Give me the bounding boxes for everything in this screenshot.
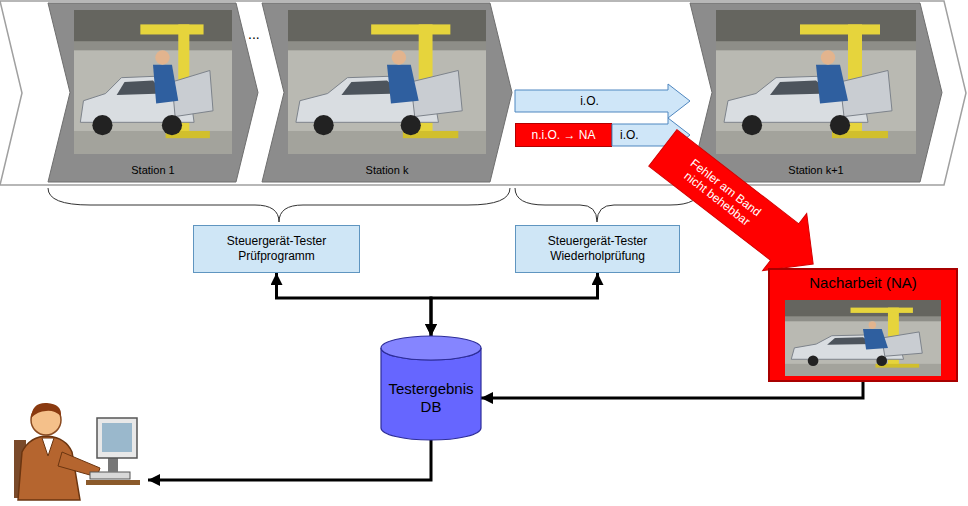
arrow-outline bbox=[515, 84, 690, 118]
car-wheel bbox=[92, 115, 112, 135]
hall-ceiling bbox=[288, 10, 486, 42]
car-wheel bbox=[830, 115, 850, 135]
node-text: Steuergerät-Tester Prüfprogramm bbox=[204, 234, 349, 264]
user-collar bbox=[42, 438, 54, 456]
chevron-shape bbox=[48, 3, 258, 182]
arrow-shape bbox=[515, 84, 690, 118]
worker-body bbox=[816, 65, 848, 104]
curly-brace bbox=[48, 188, 510, 222]
station-chevron: Station k+1 bbox=[690, 3, 942, 182]
worker-head bbox=[821, 50, 835, 64]
gantry-arm bbox=[371, 24, 450, 34]
tester-box: Steuergerät-Tester Prüfprogramm bbox=[193, 225, 360, 273]
hall-wall bbox=[74, 42, 232, 51]
node-text: Station k bbox=[366, 164, 409, 177]
car-wheel bbox=[876, 355, 887, 366]
photo bbox=[716, 10, 916, 154]
photo-background bbox=[785, 300, 941, 376]
node-text: i.O. bbox=[580, 94, 599, 108]
chevron-outline bbox=[690, 3, 942, 182]
worker-body bbox=[863, 329, 888, 350]
node-text: Steuergerät-Tester Wiederholprüfung bbox=[526, 234, 669, 264]
node-text: Nacharbeit (NA) bbox=[809, 274, 917, 292]
chevron-shape bbox=[262, 3, 512, 182]
monitor-screen bbox=[102, 423, 132, 452]
car-door bbox=[411, 70, 462, 116]
photo-background bbox=[74, 10, 232, 154]
hall-floor bbox=[716, 131, 916, 154]
connector bbox=[431, 273, 598, 336]
monitor-stand bbox=[108, 458, 118, 472]
gantry-arm bbox=[140, 24, 203, 34]
flow-arrow: i.O. bbox=[515, 84, 690, 118]
hall-ceiling bbox=[785, 300, 941, 317]
chevron-shape bbox=[690, 3, 942, 182]
fail-box: n.i.O. → NA bbox=[515, 123, 612, 147]
car-wheel bbox=[162, 115, 182, 135]
hall-ceiling bbox=[716, 10, 916, 42]
station-chevron: Station k bbox=[262, 3, 512, 182]
car-wheel bbox=[808, 355, 819, 366]
hall-wall bbox=[288, 42, 486, 51]
connector bbox=[481, 382, 863, 398]
hall-floor bbox=[288, 131, 486, 154]
hall-wall bbox=[785, 317, 941, 322]
report-arrow bbox=[148, 440, 431, 480]
node-text: Station k+1 bbox=[788, 164, 843, 177]
node-text: i.O. bbox=[620, 128, 639, 142]
node-text: Testergebnis DB bbox=[385, 380, 477, 416]
car-door bbox=[172, 70, 213, 116]
photo-background bbox=[716, 10, 916, 154]
photo bbox=[785, 300, 941, 376]
car-wheel bbox=[742, 115, 762, 135]
curly-brace bbox=[515, 188, 700, 222]
monitor bbox=[97, 418, 137, 458]
worker-head bbox=[869, 321, 877, 329]
hall-floor bbox=[74, 131, 232, 154]
node-text: n.i.O. → NA bbox=[531, 128, 595, 142]
process-band bbox=[0, 1, 966, 185]
chevron-outline bbox=[262, 3, 512, 182]
node-text: Station 1 bbox=[131, 164, 174, 177]
database-cylinder: Testergebnis DB bbox=[381, 336, 481, 440]
hall-wall bbox=[716, 42, 916, 51]
car-door bbox=[882, 332, 923, 356]
hall-floor bbox=[785, 364, 941, 376]
photo bbox=[288, 10, 486, 154]
station-chevron: Station 1 bbox=[48, 3, 258, 182]
chevron-outline bbox=[48, 3, 258, 182]
worker-head bbox=[155, 50, 169, 64]
car-door bbox=[840, 70, 892, 116]
cylinder-body bbox=[381, 348, 481, 440]
desk bbox=[86, 480, 140, 485]
big-arrow-outline bbox=[641, 119, 835, 292]
tester-box: Steuergerät-Tester Wiederholprüfung bbox=[515, 225, 680, 273]
worker-body bbox=[153, 65, 178, 104]
gantry-arm bbox=[851, 308, 913, 313]
worker-head bbox=[392, 50, 406, 64]
photo-background bbox=[288, 10, 486, 154]
worker-body bbox=[387, 65, 419, 104]
hall-ceiling bbox=[74, 10, 232, 42]
ellipsis-label: ... bbox=[248, 26, 260, 42]
rework-station: Nacharbeit (NA) bbox=[768, 268, 958, 382]
car-wheel bbox=[401, 115, 421, 135]
gantry-arm bbox=[800, 24, 880, 34]
car-wheel bbox=[314, 115, 334, 135]
keyboard bbox=[90, 472, 130, 479]
user-icon bbox=[14, 403, 140, 500]
photo bbox=[74, 10, 232, 154]
connector bbox=[277, 273, 432, 336]
label-slot: ... bbox=[248, 26, 260, 42]
cylinder-top bbox=[381, 336, 481, 360]
user-hair bbox=[31, 403, 61, 418]
